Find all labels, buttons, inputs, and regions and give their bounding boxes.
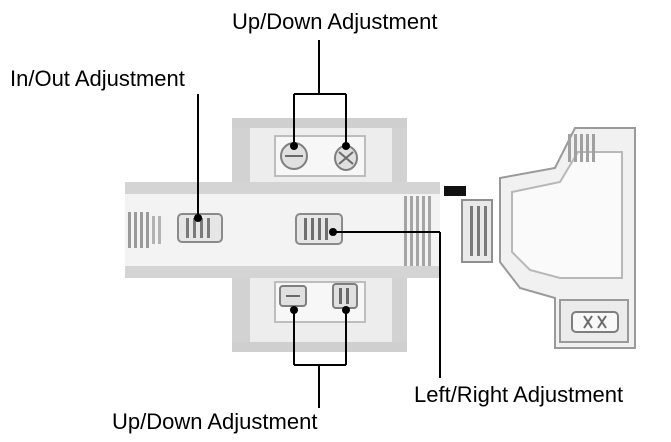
plate-upper-wing-top-edge	[232, 118, 407, 128]
dot-inout	[194, 214, 202, 222]
plate-upper-wing-right-edge	[392, 118, 407, 200]
arm-ribbing-left	[128, 212, 161, 248]
leader-lines	[197, 40, 441, 408]
hinge-arm-bottom-edge	[125, 266, 440, 278]
plate-lower-wing-bottom-edge	[232, 342, 407, 352]
connector-black	[444, 186, 466, 196]
cup-recess	[511, 151, 623, 279]
upper-updown-screws	[280, 142, 358, 171]
plate-lower-wing-left-edge	[232, 270, 250, 352]
bottom-updown-adjustment-label: Up/Down Adjustment	[112, 409, 318, 434]
cup-top-ribs	[568, 134, 595, 162]
hinge-cup	[444, 127, 636, 349]
dot-bottom-right	[342, 306, 350, 314]
in-out-screw	[177, 213, 223, 243]
top-updown-adjustment-label: Up/Down Adjustment	[232, 9, 438, 34]
inout-adjustment-label: In/Out Adjustment	[10, 66, 185, 91]
dot-top-right	[342, 142, 350, 150]
mounting-plate	[125, 118, 440, 352]
lower-updown-screws	[279, 283, 358, 309]
plate-lower-wing-right-edge	[392, 270, 407, 352]
hinge-arm-top-edge	[125, 182, 440, 194]
left-right-screw	[295, 213, 343, 245]
cup-mount-slot	[571, 311, 619, 333]
knuckle-ribs	[470, 206, 487, 256]
leftright-adjustment-label: Left/Right Adjustment	[414, 382, 624, 407]
dot-leftright	[329, 228, 337, 236]
leader-dots	[194, 142, 350, 314]
dot-bottom-left	[290, 306, 298, 314]
plate-upper-wing-left-edge	[232, 118, 250, 200]
hinge-arm	[125, 182, 440, 278]
dot-top-left	[290, 142, 298, 150]
